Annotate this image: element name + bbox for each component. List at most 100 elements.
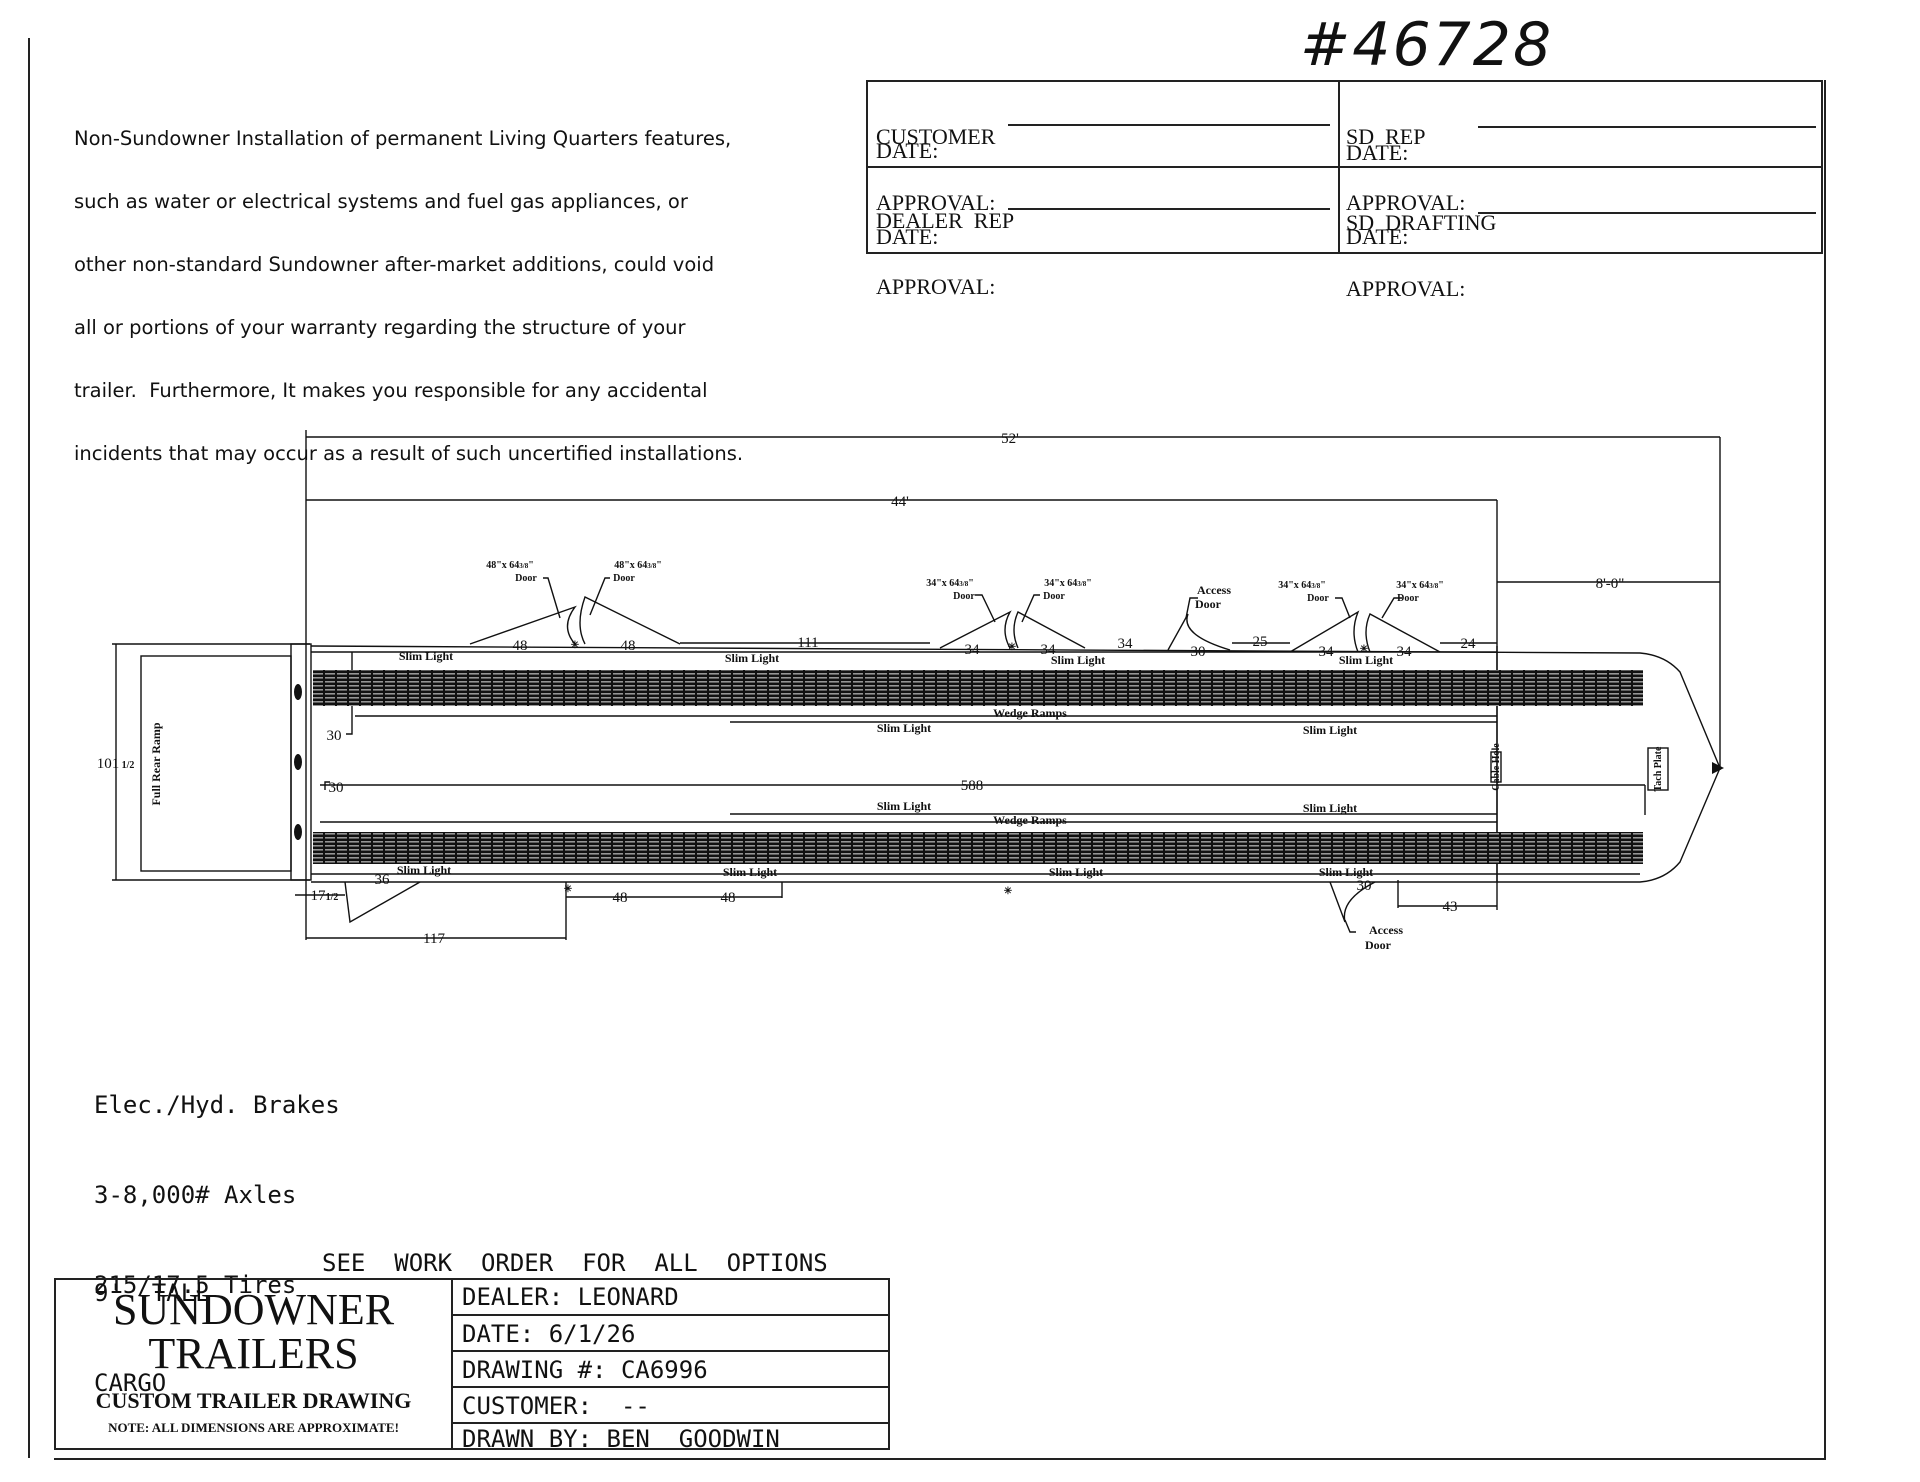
door-size-label: 34"x 643/8" (926, 578, 974, 589)
drawn-by-field: DRAWN BY: BEN GOODWIN (462, 1425, 780, 1453)
door-label: Door (953, 591, 975, 602)
dealer-rep-signature-line[interactable] (1008, 208, 1330, 210)
dim-48-bottom-b: 48 (721, 890, 736, 906)
title-row-divider (453, 1314, 890, 1316)
door-34-left (939, 610, 1012, 649)
see-work-order-note: SEE WORK ORDER FOR ALL OPTIONS (322, 1249, 828, 1277)
door-size-label: 34"x 643/8" (1278, 580, 1326, 591)
sd-rep-signature-line[interactable] (1478, 126, 1816, 128)
dim-36-text: 36 (375, 872, 391, 888)
dim-34-d: 34 (1319, 644, 1335, 660)
dimensions-note: NOTE: ALL DIMENSIONS ARE APPROXIMATE! (108, 1420, 399, 1435)
dim-30-bottom-text: 30 (329, 780, 344, 796)
door-36-bottom (344, 881, 421, 924)
sd-drafting-signature-line[interactable] (1478, 212, 1816, 214)
access-door-top (1167, 613, 1231, 651)
dim-48-top-a: 48 (513, 638, 528, 654)
approval-block: CUSTOMER APPROVAL: DATE: SD REP APPROVAL… (866, 80, 1823, 300)
slim-light-label: Slim Light (723, 865, 777, 879)
dim-34-a: 34 (965, 642, 981, 658)
dim-17-text: 17 (311, 888, 327, 904)
disclaimer-line: all or portions of your warranty regardi… (74, 316, 686, 339)
dim-8ft-text: 8'-0" (1596, 576, 1625, 592)
access-door-bottom (1329, 881, 1376, 923)
dim-44-text: 44' (891, 494, 909, 510)
dim-34-c: 34 (1118, 636, 1134, 652)
dim-101-text: 101 (97, 756, 120, 772)
tall-note: 9' TALL (94, 1279, 210, 1307)
leader-door-34-b (1021, 594, 1040, 623)
customer-date: DATE: (876, 138, 939, 163)
brakes-note: Elec./Hyd. Brakes (94, 1091, 340, 1119)
title-row-divider (453, 1422, 890, 1424)
warranty-disclaimer: Non-Sundowner Installation of permanent … (74, 86, 743, 485)
sd-rep-title: SD REP (1346, 124, 1426, 149)
disclaimer-line: incidents that may occur as a result of … (74, 442, 744, 465)
dim-34-b: 34 (1041, 642, 1057, 658)
leader-door-34-c (1335, 597, 1351, 619)
light-icon: ✳ (1008, 642, 1017, 653)
spec-notes: Elec./Hyd. Brakes 3-8,000# Axles 215/17.… (94, 1030, 340, 1330)
access-label: Access (1369, 923, 1403, 937)
access-label: Access (1197, 583, 1231, 597)
axles-note: 3-8,000# Axles (94, 1181, 297, 1209)
leader-access-bottom (1344, 919, 1356, 933)
leader-door-34-a (975, 594, 996, 623)
slim-light-label: Slim Light (1049, 865, 1103, 879)
leader-door-48-left (543, 577, 561, 619)
disclaimer-line: trailer. Furthermore, It makes you respo… (74, 379, 708, 402)
page-frame (54, 80, 1826, 1460)
slim-light-label: Slim Light (1303, 801, 1357, 815)
brand-line-2: TRAILERS (148, 1329, 359, 1378)
dim-30-access-bottom: 30 (1357, 878, 1372, 894)
dealer-rep-date: DATE: (876, 224, 939, 249)
slim-light-label: Slim Light (725, 651, 779, 665)
disclaimer-line: other non-standard Sundowner after-marke… (74, 253, 715, 276)
approval-divider-h (868, 166, 1823, 168)
dim-52-text: 52' (1001, 431, 1019, 447)
tach-plate (1647, 747, 1669, 791)
drawing-number-field: DRAWING #: CA6996 (462, 1356, 708, 1384)
tires-note: 215/17.5 Tires (94, 1271, 297, 1299)
dim-17-frac: 1/2 (326, 892, 339, 903)
customer-signature-line[interactable] (1008, 124, 1330, 126)
door-size-label: 48"x 643/8" (614, 560, 662, 571)
dim-30-top-text: 30 (327, 728, 342, 744)
door-48-left (469, 605, 577, 645)
sd-rep-approval: SD REP APPROVAL: (1346, 82, 1465, 258)
disclaimer-line: Non-Sundowner Installation of permanent … (74, 127, 732, 150)
brand-line-1: SUNDOWNER (112, 1285, 395, 1334)
dim-30-access-text: 30 (1191, 644, 1206, 660)
cable-hole-label: Cable Hole (1491, 743, 1502, 791)
wedge-ramp-lower (313, 832, 1643, 864)
rear-light (294, 824, 302, 840)
door-48-right (579, 596, 681, 645)
light-icon: ✳ (1004, 886, 1013, 897)
slim-light-label: Slim Light (1319, 865, 1373, 879)
door-size-label: 34"x 643/8" (1044, 578, 1092, 589)
door-label: Door (1195, 597, 1222, 611)
slim-light-label: Slim Light (1339, 653, 1393, 667)
dim-117-text: 117 (423, 931, 445, 947)
door-label: Door (1365, 938, 1392, 952)
door-label: Door (1043, 591, 1065, 602)
dim-101-frac: 1/2 (122, 760, 135, 771)
door-34-right-2 (1365, 613, 1441, 653)
door-size-label: 48"x 643/8" (486, 560, 534, 571)
slim-light-label: Slim Light (877, 721, 931, 735)
cable-hole (1490, 751, 1502, 783)
dim-588-text: 588 (961, 778, 984, 794)
door-label: Door (613, 573, 635, 584)
customer-title: CUSTOMER (876, 124, 996, 149)
dim-30-bottom-bracket (324, 781, 330, 790)
slim-light-label: Slim Light (399, 649, 453, 663)
light-icon: ✳ (564, 884, 573, 895)
dim-48-bottom-a: 48 (613, 890, 628, 906)
rear-light (294, 684, 302, 700)
sd-drafting-approval: SD DRAFTING APPROVAL: (1346, 168, 1496, 344)
dim-48-top-b: 48 (621, 638, 636, 654)
light-icon: ✳ (571, 640, 580, 651)
title-block: SUNDOWNER TRAILERS CUSTOM TRAILER DRAWIN… (54, 1278, 890, 1453)
dim-111-text: 111 (797, 635, 818, 651)
